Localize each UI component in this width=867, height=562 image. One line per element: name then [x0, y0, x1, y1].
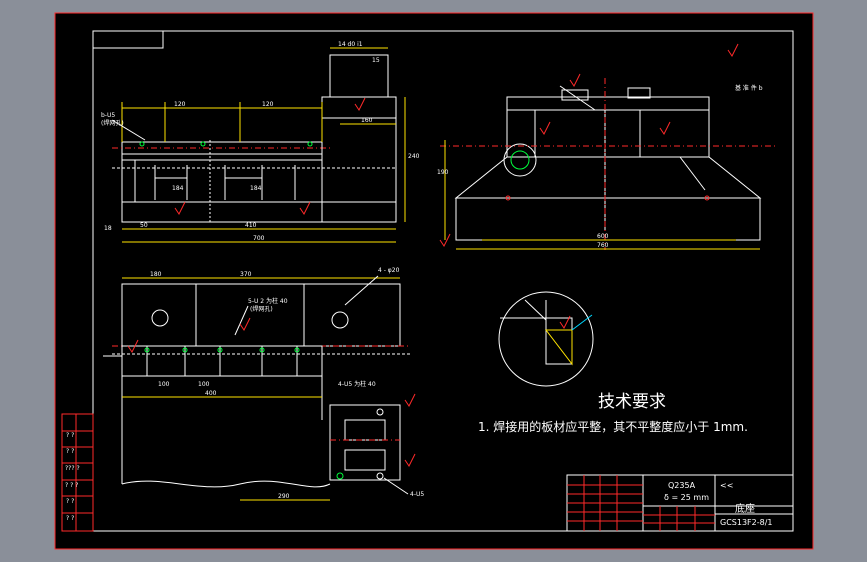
plan-dim-100a: 100 [158, 381, 170, 388]
tech-requirements-title: 技术要求 [598, 392, 666, 412]
front-dim-120b: 120 [262, 101, 274, 108]
strip-label-5: ? ? [66, 498, 74, 505]
front-view: 120 120 14 d0 i1 15 160 240 410 700 184 … [101, 41, 451, 247]
plan-note-holes2: 5-U 2 为柱 40 [248, 297, 288, 305]
plan-note-holes1: 4 - φ20 [378, 267, 400, 274]
strip-label-1: ? ? [66, 432, 74, 439]
plan-dim-180: 180 [150, 271, 162, 278]
strip-label-6: ? ? [66, 515, 74, 522]
plan-note-holes4: 4-U5 [410, 491, 424, 498]
front-dim-top-small: 14 d0 i1 [338, 41, 363, 48]
front-note-b: b-U5 [101, 112, 115, 119]
side-dim-760: 760 [597, 242, 609, 249]
side-view: 760 600 190 基 准 件 b [437, 43, 776, 250]
detail-circle [498, 291, 594, 387]
strip-label-2: ? ? [66, 448, 74, 455]
left-strip: ? ? ? ? ??? ? ? ? ? ? ? ? ? [61, 413, 94, 532]
drawing-sheet [54, 12, 814, 550]
title-material: Q235A [668, 481, 696, 490]
strip-label-4: ? ? ? [65, 482, 78, 489]
front-dim-240: 240 [408, 153, 420, 160]
title-scale-mark: << [720, 481, 733, 490]
frame-corner-tab [92, 30, 164, 49]
plan-note-holes3: (焊网孔) [250, 305, 273, 313]
front-dim-184a: 184 [172, 185, 184, 192]
tech-requirements-item-1: 1. 焊接用的板材应平整，其不平整度应小于 1mm. [478, 419, 748, 434]
title-drawing-no: GCS13F2-8/1 [720, 518, 773, 527]
plan-dim-370: 370 [240, 271, 252, 278]
front-dim-50: 50 [140, 222, 148, 229]
front-dim-120a: 120 [174, 101, 186, 108]
front-note-b2: (焊网孔) [101, 119, 124, 127]
plan-dim-400: 400 [205, 390, 217, 397]
side-label-weld: 基 准 件 b [735, 84, 763, 92]
front-dim-top-small2: 15 [372, 57, 380, 64]
title-block: Q235A δ = 25 mm << 底座 GCS13F2-8/1 [566, 474, 794, 532]
side-dim-190: 190 [437, 169, 449, 176]
front-dim-160: 160 [361, 117, 373, 124]
side-dim-600: 600 [597, 233, 609, 240]
plan-view: 180 370 400 100 100 290 4 - φ20 5-U 2 为柱… [103, 267, 424, 501]
title-part-name: 底座 [735, 502, 755, 515]
drawing-frame [92, 30, 794, 532]
front-dim-410: 410 [245, 222, 257, 229]
plan-note-holes5: 4-U5 为柱 40 [338, 380, 376, 388]
front-dim-18: 18 [104, 225, 112, 232]
front-dim-184b: 184 [250, 185, 262, 192]
front-dim-700: 700 [253, 235, 265, 242]
plan-dim-100b: 100 [198, 381, 210, 388]
strip-label-3: ??? ? [65, 465, 80, 472]
plan-dim-290: 290 [278, 493, 290, 500]
title-thickness: δ = 25 mm [664, 493, 709, 502]
